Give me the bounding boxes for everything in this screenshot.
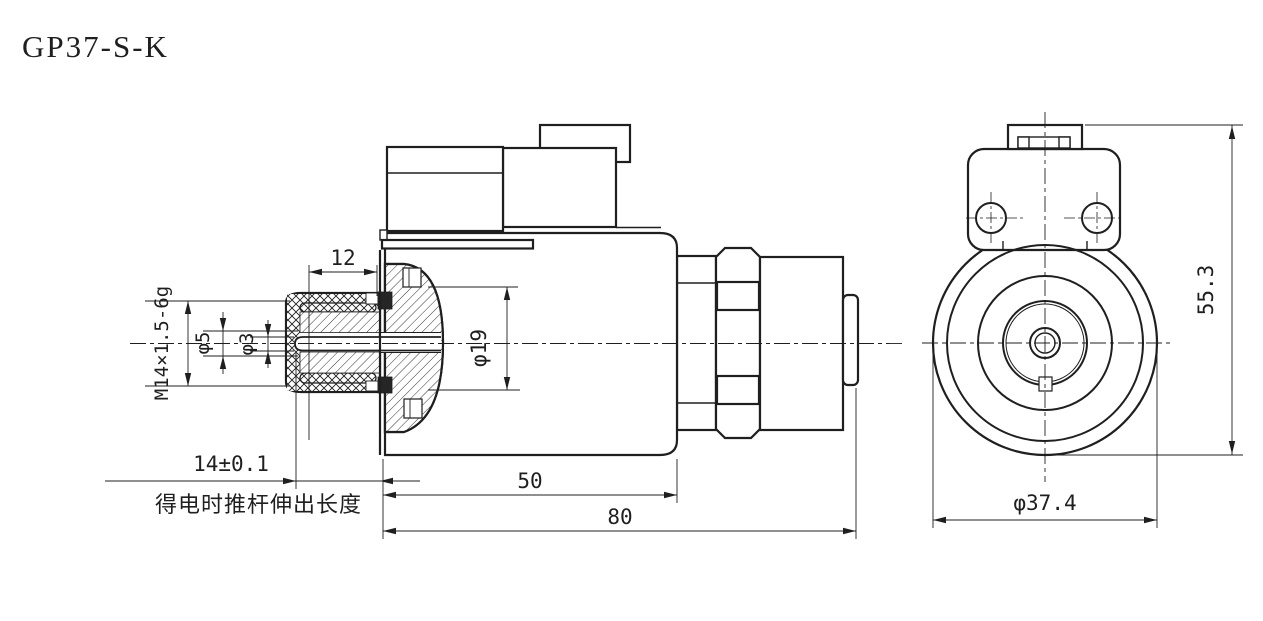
- front-view: 12 M14×1.5-6g φ5 φ3: [105, 123, 905, 539]
- side-view: 55.3 φ37.4: [922, 112, 1243, 528]
- connector: [379, 123, 632, 250]
- dim-thread-length-label: 12: [330, 246, 355, 270]
- core-vent-notch-top: [402, 267, 422, 288]
- dim-tube-dia-label: φ19: [467, 329, 491, 367]
- connector-left-box: [385, 145, 505, 233]
- pole-piece-bottom: [299, 351, 381, 374]
- tube-nose-wall: [287, 294, 300, 391]
- dim-overall-length-label: 80: [607, 505, 632, 529]
- dim-thread-spec: M14×1.5-6g: [145, 286, 290, 400]
- dim-thread-length: 12: [308, 246, 378, 440]
- dim-outer-dia-label: φ37.4: [1013, 491, 1076, 515]
- dim-thread-spec-label: M14×1.5-6g: [151, 286, 173, 400]
- tube-groove-bottom: [299, 372, 377, 384]
- rear-step-ring: [675, 254, 718, 432]
- connector-base-strip: [380, 238, 535, 250]
- dim-rod-extension-label: 14±0.1: [193, 452, 269, 476]
- dim-body-length: 50: [382, 459, 678, 539]
- connector-right-box: [501, 146, 618, 229]
- dim-tube-dia: φ19: [428, 286, 520, 391]
- core-vent-notch-bottom: [403, 398, 423, 419]
- dim-overall-length: 80: [383, 388, 857, 539]
- dim-rod-dia: φ3: [236, 320, 294, 368]
- page-title: GP37-S-K: [22, 29, 169, 64]
- dim-guide-hole-dia: φ5: [192, 312, 298, 374]
- dim-body-length-label: 50: [517, 469, 542, 493]
- mounting-nut: [714, 246, 762, 440]
- keyway-notch: [1038, 376, 1053, 392]
- connector-step: [379, 229, 388, 241]
- dim-rod-extension: 14±0.1 得电时推杆伸出长度: [105, 353, 420, 518]
- dim-rod-dia-label: φ3: [236, 333, 258, 356]
- dim-guide-dia-label: φ5: [192, 332, 214, 355]
- dim-overall-height: 55.3: [1048, 124, 1243, 456]
- end-cap: [841, 293, 860, 387]
- seal-bottom: [377, 376, 393, 394]
- rod-extension-note-label: 得电时推杆伸出长度: [155, 493, 362, 518]
- tube-groove-top: [299, 302, 377, 313]
- dim-height-label: 55.3: [1194, 265, 1218, 316]
- coil-body: [383, 231, 679, 457]
- seal-top: [377, 291, 393, 310]
- dim-coil-outer-dia: φ37.4: [932, 346, 1158, 528]
- pole-piece-top: [299, 311, 381, 333]
